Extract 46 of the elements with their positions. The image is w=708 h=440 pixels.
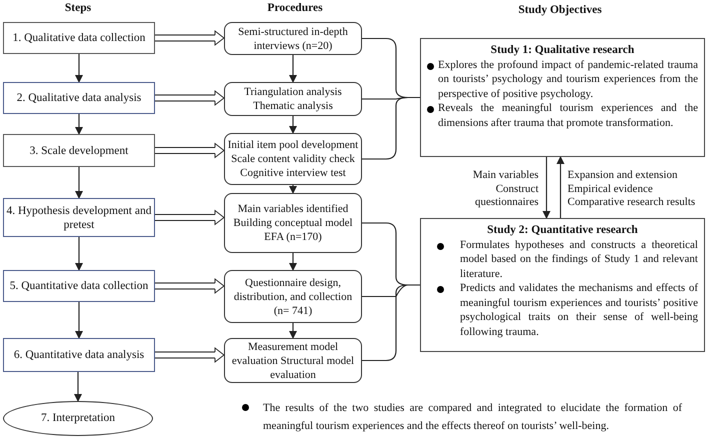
double-arrow [154,348,224,362]
column-heading: Study Objectives [517,3,603,18]
objective-text: Reveals the meaningful tourism experiences and the dimensions after trauma that promote transformation. [438,101,698,130]
arrow [75,114,83,135]
terminal-ellipse: 7. Interpretation [3,401,153,436]
objective-text: Explores the profound impact of pandemic-related trauma on tourists’ psychology and tourism experiences from the perspective of positive psychology. [438,58,698,101]
brace-connector [362,284,420,362]
step-box: 5. Quantitative data collection [3,270,155,302]
column-heading: Procedures [266,1,324,16]
double-arrow [154,143,224,158]
double-arrow [154,210,224,225]
arrow [75,54,83,83]
objective-text: Predicts and validates the mechanisms and effects of meaningful tourism experiences and tourists’ positive psychological traits on their sense of well-being following trauma. [460,281,698,339]
procedure-box: Questionnaire design, distribution, and collection (n= 741) [224,270,362,323]
step-box: 4. Hypothesis development and pretest [3,198,155,237]
objective-text: Formulates hypotheses and constructs a theoretical model based on the findings of Study 1 and relevant literature. [460,238,698,281]
brace-connector [362,96,420,160]
arrow [556,156,564,218]
step-box: 6. Quantitative data analysis [3,338,155,372]
arrow [289,323,297,339]
arrow [289,253,297,271]
arrow [289,116,297,134]
procedure-box: Triangulation analysis Thematic analysis [224,82,362,116]
column-heading: Steps [64,1,92,16]
double-arrow [154,30,224,46]
procedure-box: Measurement model evaluation Structural model evaluation [224,338,362,383]
summary-note: The results of the two studies are compared and integrated to elucidate the formation of meaningful tourism experiences and the effects thereof on tourists’ well-being. [263,401,682,434]
step-box: 1. Qualitative data collection [3,22,155,54]
double-arrow [154,90,224,106]
arrow [542,157,550,219]
arrow [74,372,82,402]
arrow [289,185,297,194]
procedure-box: Main variables identified Building conceptual model EFA (n=170) [224,193,362,253]
double-arrow [154,278,224,294]
step-box: 3. Scale development [3,134,155,167]
arrow [75,237,83,271]
step-box: 2. Qualitative data analysis [3,82,155,114]
procedure-box: Semi-structured in-depth interviews (n=20) [224,22,362,55]
arrow [75,167,83,199]
study-heading: Study 1: Qualitative research [490,43,636,58]
arrow [75,302,83,339]
study-box [420,38,705,157]
study-box [420,218,705,352]
procedure-box: Initial item pool development Scale content validity check Cognitive interview test [224,133,362,185]
arrow [289,55,297,83]
study-heading: Study 2: Quantitative research [486,223,639,238]
